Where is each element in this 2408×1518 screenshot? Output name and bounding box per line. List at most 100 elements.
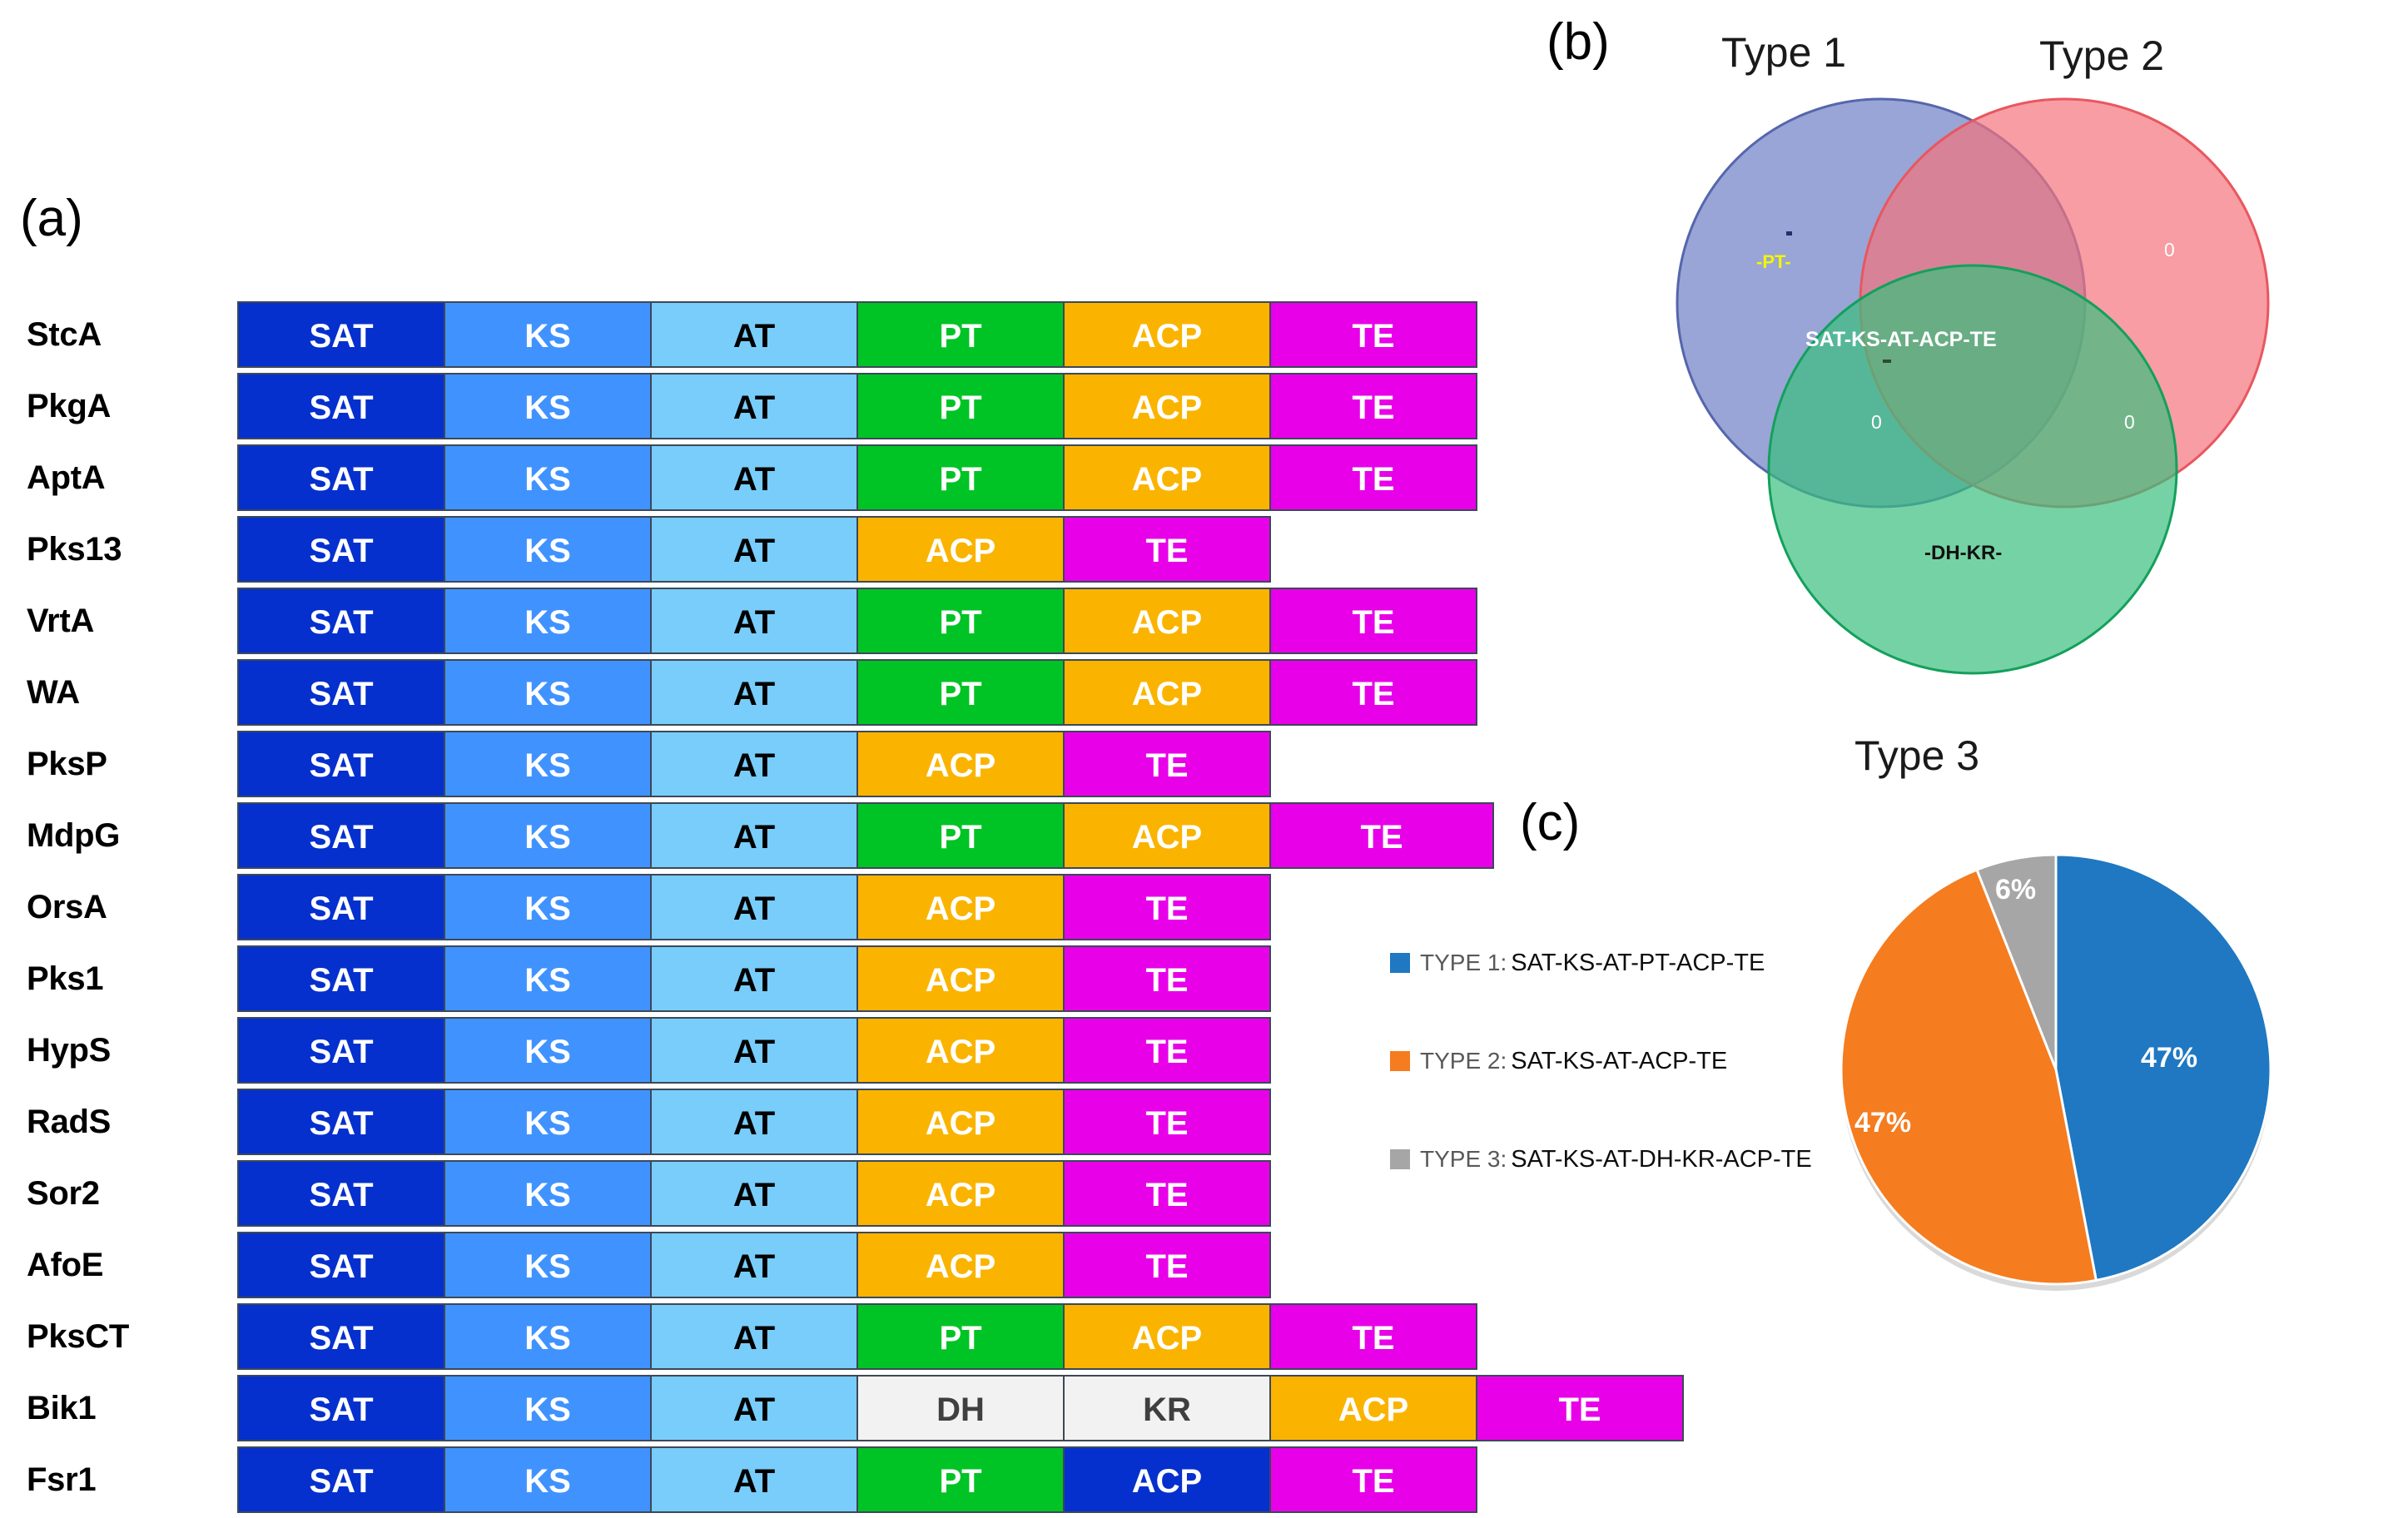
domain-block-at: AT (650, 659, 858, 726)
domain-block-acp: ACP (1269, 1375, 1477, 1441)
domain-block-te: TE (1063, 945, 1271, 1012)
domain-block-sat: SAT (237, 1017, 445, 1084)
pie-slice-type-2 (1840, 868, 2098, 1286)
domain-block-te: TE (1063, 1160, 1271, 1227)
domain-block-sat: SAT (237, 1375, 445, 1441)
domain-block-pt: PT (856, 802, 1065, 869)
domain-block-acp: ACP (1063, 373, 1271, 439)
legend-swatch-icon (1390, 953, 1410, 973)
panel-c-label: (c) (1520, 794, 1581, 851)
legend-item: TYPE 1:SAT-KS-AT-PT-ACP-TE (1390, 949, 1906, 977)
pie-slice-type-1 (2054, 853, 2272, 1282)
domain-block-at: AT (650, 874, 858, 940)
domain-block-acp: ACP (856, 1232, 1065, 1298)
domain-block-te: TE (1063, 731, 1271, 797)
domain-row-label: Fsr1 (27, 1461, 97, 1498)
domain-block-sat: SAT (237, 1303, 445, 1370)
venn-region-type2-type3: 0 (2124, 411, 2135, 433)
domain-block-te: TE (1269, 1303, 1477, 1370)
domain-row-label: Sor2 (27, 1175, 100, 1212)
domain-block-sat: SAT (237, 802, 445, 869)
domain-block-sat: SAT (237, 659, 445, 726)
domain-block-sat: SAT (237, 1446, 445, 1513)
domain-block-sat: SAT (237, 1089, 445, 1155)
domain-block-ks: KS (444, 1232, 652, 1298)
venn-svg (1676, 97, 2270, 675)
domain-block-acp: ACP (856, 731, 1065, 797)
domain-block-at: AT (650, 1303, 858, 1370)
domain-block-sat: SAT (237, 1160, 445, 1227)
domain-block-kr: KR (1063, 1375, 1271, 1441)
domain-block-at: AT (650, 945, 858, 1012)
domain-block-ks: KS (444, 1446, 652, 1513)
legend-swatch-icon (1390, 1149, 1410, 1169)
domain-block-ks: KS (444, 301, 652, 368)
pie-label-type2: 47% (1854, 1107, 1912, 1138)
domain-row-label: RadS (27, 1104, 112, 1140)
domain-block-acp: ACP (856, 1160, 1065, 1227)
domain-row-label: MdpG (27, 817, 121, 854)
domain-block-pt: PT (856, 588, 1065, 654)
venn-center-dash-marker (1883, 360, 1891, 363)
domain-block-pt: PT (856, 301, 1065, 368)
venn-title-type2: Type 2 (2039, 32, 2165, 79)
domain-block-sat: SAT (237, 373, 445, 439)
domain-block-at: AT (650, 802, 858, 869)
domain-row-label: PksP (27, 746, 107, 782)
domain-block-sat: SAT (237, 1232, 445, 1298)
domain-block-te: TE (1269, 659, 1477, 726)
pie-chart-svg (1840, 853, 2272, 1291)
domain-block-sat: SAT (237, 516, 445, 583)
domain-block-at: AT (650, 516, 858, 583)
legend-sequence-label: SAT-KS-AT-ACP-TE (1511, 1047, 1728, 1074)
domain-block-dh: DH (856, 1375, 1065, 1441)
domain-block-at: AT (650, 1232, 858, 1298)
domain-block-ks: KS (444, 1017, 652, 1084)
venn-region-type2-only: 0 (2164, 239, 2175, 260)
domain-row-label: Pks1 (27, 960, 104, 997)
domain-block-sat: SAT (237, 301, 445, 368)
domain-block-sat: SAT (237, 874, 445, 940)
domain-block-at: AT (650, 301, 858, 368)
venn-circle-type3 (1767, 264, 2178, 675)
domain-block-ks: KS (444, 588, 652, 654)
domain-block-pt: PT (856, 1446, 1065, 1513)
domain-row-label: StcA (27, 316, 102, 353)
domain-block-acp: ACP (856, 1017, 1065, 1084)
domain-block-acp: ACP (856, 874, 1065, 940)
domain-block-acp: ACP (856, 945, 1065, 1012)
pie-chart: 47% 47% 6% (1815, 832, 2297, 1315)
domain-block-acp: ACP (1063, 588, 1271, 654)
domain-block-ks: KS (444, 1303, 652, 1370)
domain-block-ks: KS (444, 373, 652, 439)
domain-block-ks: KS (444, 1160, 652, 1227)
domain-row-label: AptA (27, 459, 106, 496)
legend-type-label: TYPE 1: (1420, 950, 1507, 975)
legend-type-label: TYPE 2: (1420, 1048, 1507, 1074)
domain-block-te: TE (1269, 1446, 1477, 1513)
domain-block-te: TE (1269, 802, 1494, 869)
domain-block-te: TE (1476, 1375, 1684, 1441)
domain-block-sat: SAT (237, 945, 445, 1012)
panel-a-label: (a) (20, 190, 83, 247)
domain-block-at: AT (650, 373, 858, 439)
domain-block-at: AT (650, 1089, 858, 1155)
legend-item: TYPE 3:SAT-KS-AT-DH-KR-ACP-TE (1390, 1145, 1906, 1173)
domain-block-acp: ACP (1063, 1303, 1271, 1370)
domain-block-at: AT (650, 1017, 858, 1084)
domain-block-ks: KS (444, 516, 652, 583)
domain-block-at: AT (650, 444, 858, 511)
domain-block-ks: KS (444, 945, 652, 1012)
domain-block-acp: ACP (1063, 802, 1271, 869)
domain-block-ks: KS (444, 802, 652, 869)
legend-sequence-label: SAT-KS-AT-PT-ACP-TE (1511, 949, 1765, 976)
venn-region-center: SAT-KS-AT-ACP-TE (1805, 328, 1997, 351)
